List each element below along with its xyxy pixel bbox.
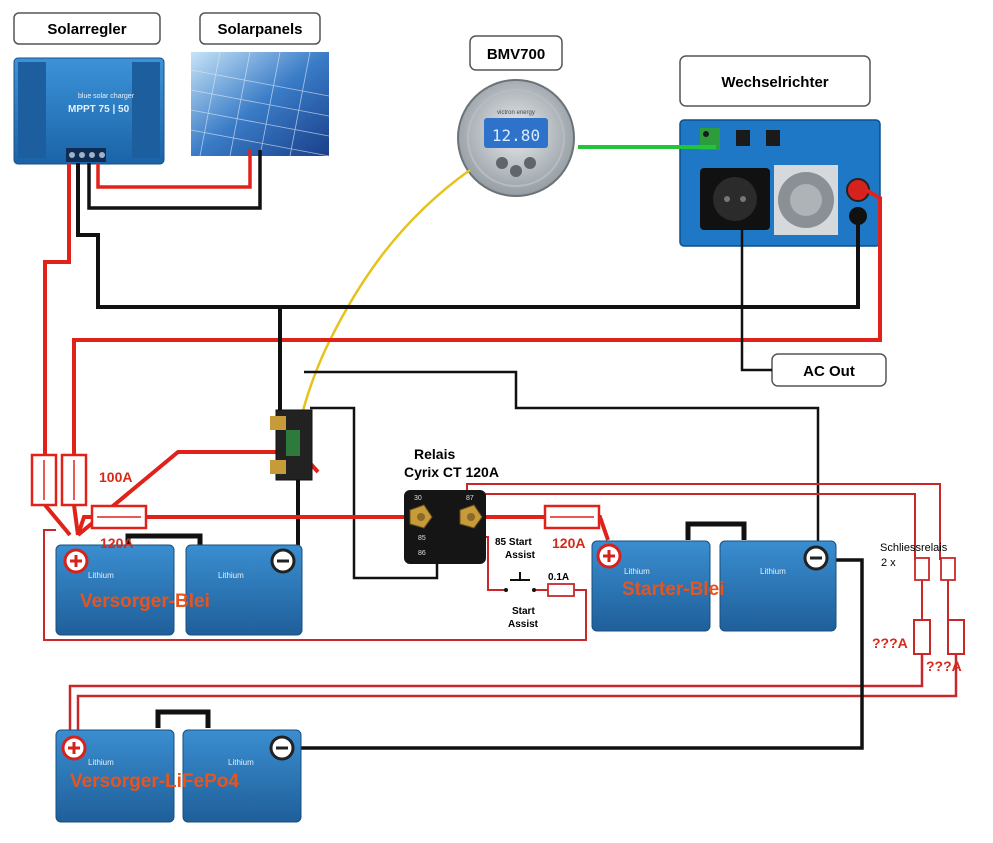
wire-start-assist-return bbox=[43, 529, 587, 641]
solarpanels-label: Solarpanels bbox=[217, 21, 302, 38]
relay-title: Relais bbox=[414, 446, 455, 462]
bmv-label: BMV700 bbox=[487, 46, 545, 63]
plus-terminal-icon bbox=[61, 735, 87, 761]
fuse-120a-right-label: 120A bbox=[552, 535, 585, 551]
wire-negative-bus bbox=[76, 163, 860, 309]
fuse-120a-left bbox=[90, 504, 148, 530]
minus-terminal-icon bbox=[803, 545, 829, 571]
battery-versorger-lifepo4: Lithium Lithium bbox=[55, 709, 302, 823]
solar-charge-controller: blue solar charger MPPT 75 | 50 bbox=[13, 57, 165, 165]
battery-type-text: Lithium bbox=[760, 567, 786, 576]
wire-ac-out bbox=[740, 230, 772, 372]
solarregler-label: Solarregler bbox=[47, 21, 126, 38]
battery-type-text: Lithium bbox=[88, 571, 114, 580]
relay-model: Cyrix CT 120A bbox=[404, 464, 499, 480]
wire-relay-86-ground bbox=[310, 406, 439, 580]
label-box-solarpanels: Solarpanels bbox=[199, 12, 321, 45]
versorger-blei-label: Versorger-Blei bbox=[80, 591, 210, 612]
battery-versorger-blei: Lithium Lithium bbox=[55, 533, 303, 636]
fuse-100a-label: 100A bbox=[99, 469, 132, 485]
start-assist-b-label: Assist bbox=[508, 619, 539, 630]
mppt-model-text: MPPT 75 | 50 bbox=[68, 104, 130, 115]
plus-terminal-icon bbox=[596, 543, 622, 569]
unknown-fuse-a: ???A bbox=[872, 635, 908, 651]
wire-versorger-to-relay bbox=[76, 515, 420, 536]
schliessrelais-fuses bbox=[913, 557, 965, 655]
battery-monitor-bmv700: 12.80 victron energy bbox=[457, 79, 575, 197]
bmv-button-right[interactable] bbox=[524, 157, 536, 169]
fuse-100a-left bbox=[30, 453, 58, 507]
wire-lifepo4-negative bbox=[290, 558, 864, 750]
bmv-button-center[interactable] bbox=[510, 165, 522, 177]
start-assist-85b-label: Assist bbox=[505, 550, 536, 561]
fuse-0-1a bbox=[547, 583, 575, 597]
fuse-100a-right bbox=[60, 453, 88, 507]
shunt bbox=[270, 409, 313, 481]
start-assist-label: Start bbox=[512, 606, 535, 617]
battery-type-text: Lithium bbox=[228, 758, 254, 767]
relay-pin-30: 30 bbox=[414, 495, 422, 502]
wire-lifepo4-positive-a bbox=[76, 654, 958, 740]
relay-pin-85: 85 bbox=[418, 535, 426, 542]
fuse-120a-right bbox=[543, 504, 601, 530]
wechselrichter-label: Wechselrichter bbox=[721, 74, 828, 91]
label-box-solarregler: Solarregler bbox=[13, 12, 161, 45]
wire-schliess-top-inner bbox=[470, 493, 916, 560]
relay-pin-87: 87 bbox=[466, 495, 474, 502]
wire-bmv-sense bbox=[296, 168, 471, 431]
label-box-wechselrichter: Wechselrichter bbox=[679, 55, 871, 107]
wire-panel-negative bbox=[87, 150, 262, 210]
start-assist-85-label: 85 Start bbox=[495, 537, 532, 548]
label-box-ac-out: AC Out bbox=[771, 353, 887, 387]
schliessrelais-label: Schliessrelais bbox=[880, 542, 948, 554]
battery-starter-blei: Lithium Lithium bbox=[591, 521, 837, 632]
label-box-bmv: BMV700 bbox=[469, 35, 563, 71]
bmv-button-left[interactable] bbox=[496, 157, 508, 169]
fuse-0-1a-label: 0.1A bbox=[548, 572, 569, 583]
ac-out-label: AC Out bbox=[803, 363, 855, 380]
relay-pin-86: 86 bbox=[418, 550, 426, 557]
wire-inverter-positive bbox=[72, 188, 882, 455]
wire-fuse-100-to-plus bbox=[43, 503, 72, 537]
bmv-brand-text: victron energy bbox=[497, 110, 535, 116]
minus-terminal-icon bbox=[270, 548, 296, 574]
mppt-brand-text: blue solar charger bbox=[78, 93, 135, 100]
starter-blei-label: Starter-Blei bbox=[622, 579, 724, 600]
inverter-plus-terminal bbox=[846, 178, 870, 202]
fuse-120a-left-label: 120A bbox=[100, 535, 133, 551]
wire-starter-negative bbox=[304, 370, 820, 548]
minus-terminal-icon bbox=[269, 735, 295, 761]
wire-solar-positive bbox=[43, 163, 71, 455]
plus-terminal-icon bbox=[63, 548, 89, 574]
wire-fuse-100b-to-plus bbox=[72, 504, 80, 536]
bmv-display-value: 12.80 bbox=[492, 126, 540, 145]
wire-panel-positive bbox=[96, 150, 252, 189]
unknown-fuse-b: ???A bbox=[926, 658, 962, 674]
battery-type-text: Lithium bbox=[218, 571, 244, 580]
inverter bbox=[679, 119, 881, 247]
battery-type-text: Lithium bbox=[88, 758, 114, 767]
wire-lifepo4-positive-b bbox=[68, 654, 924, 740]
solar-panel bbox=[190, 51, 330, 157]
battery-type-text: Lithium bbox=[624, 567, 650, 576]
push-button-icon[interactable] bbox=[504, 572, 536, 592]
relay-cyrix: 30 87 85 86 bbox=[404, 490, 486, 564]
schliessrelais-count: 2 x bbox=[881, 557, 896, 569]
versorger-lifepo4-label: Versorger-LiFePo4 bbox=[70, 771, 239, 792]
